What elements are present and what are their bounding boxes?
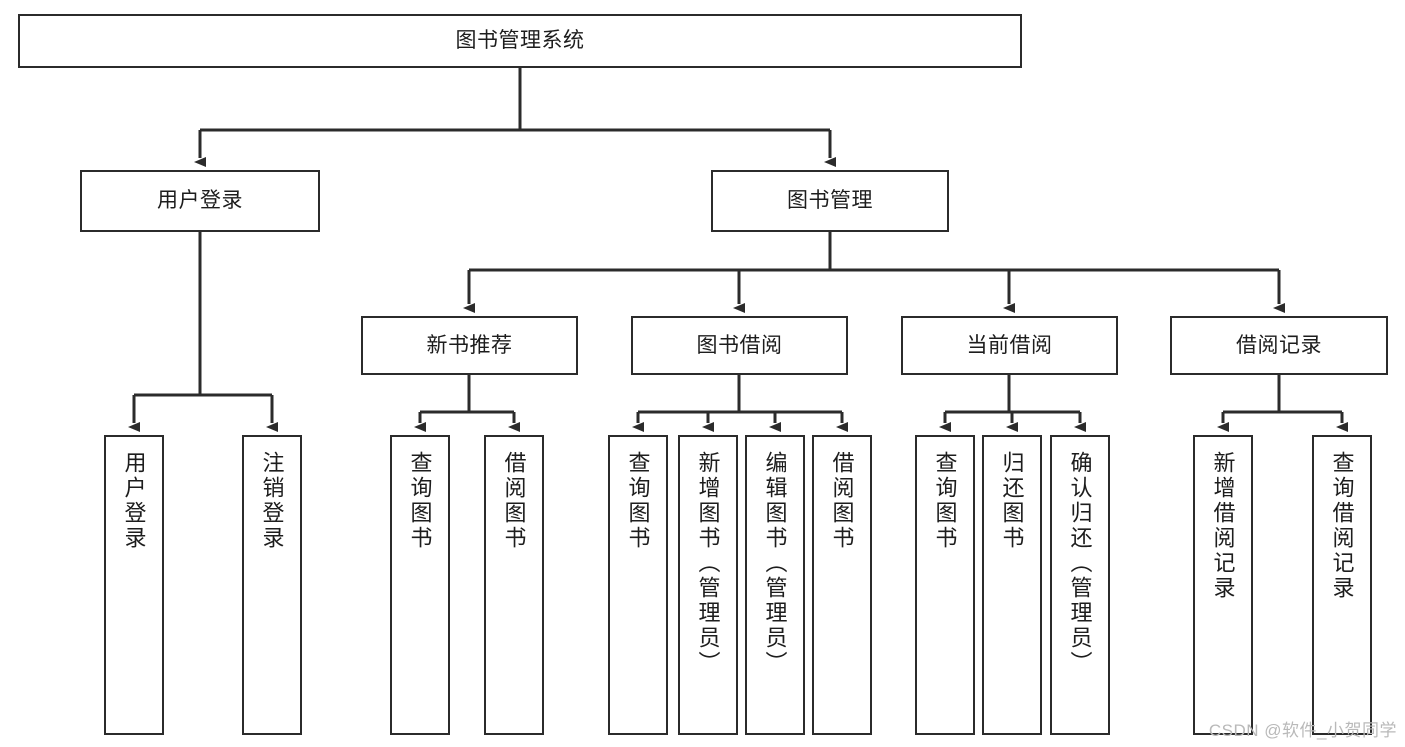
node-label: 注销登录 xyxy=(259,451,285,551)
node-label: 新书推荐 xyxy=(426,333,513,357)
node-label: 图书管理系统 xyxy=(455,29,585,53)
node-borrow-record[interactable]: 借阅记录 xyxy=(1170,316,1388,375)
node-label: 用户登录 xyxy=(121,451,147,551)
node-leaf-br-query[interactable]: 查询借阅记录 xyxy=(1312,435,1372,735)
node-label: 新增借阅记录 xyxy=(1210,451,1236,601)
node-label: 借阅记录 xyxy=(1236,333,1322,357)
node-leaf-bb-add[interactable]: 新增图书（管理员） xyxy=(678,435,738,735)
node-label: 新增图书（管理员） xyxy=(695,451,721,676)
node-leaf-cb-return[interactable]: 归还图书 xyxy=(982,435,1042,735)
node-current-borrow[interactable]: 当前借阅 xyxy=(901,316,1118,375)
node-label: 查询图书 xyxy=(407,451,433,551)
node-label: 确认归还（管理员） xyxy=(1067,451,1093,676)
node-user-login[interactable]: 用户登录 xyxy=(80,170,320,232)
node-leaf-bb-edit[interactable]: 编辑图书（管理员） xyxy=(745,435,805,735)
node-label: 查询图书 xyxy=(932,451,958,551)
node-leaf-user-logout[interactable]: 注销登录 xyxy=(242,435,302,735)
node-label: 查询借阅记录 xyxy=(1329,451,1355,601)
node-label: 借阅图书 xyxy=(501,451,527,551)
node-leaf-bb-query[interactable]: 查询图书 xyxy=(608,435,668,735)
node-new-book-rec[interactable]: 新书推荐 xyxy=(361,316,578,375)
node-label: 图书管理 xyxy=(787,189,873,213)
node-leaf-cb-query[interactable]: 查询图书 xyxy=(915,435,975,735)
node-leaf-rec-borrow[interactable]: 借阅图书 xyxy=(484,435,544,735)
node-label: 当前借阅 xyxy=(966,333,1053,357)
node-leaf-rec-query[interactable]: 查询图书 xyxy=(390,435,450,735)
node-leaf-user-login[interactable]: 用户登录 xyxy=(104,435,164,735)
node-label: 编辑图书（管理员） xyxy=(762,451,788,676)
node-leaf-cb-confirm[interactable]: 确认归还（管理员） xyxy=(1050,435,1110,735)
node-label: 查询图书 xyxy=(625,451,651,551)
node-label: 归还图书 xyxy=(999,451,1025,551)
watermark-text: CSDN @软件_小贺同学 xyxy=(1208,721,1397,740)
node-label: 借阅图书 xyxy=(829,451,855,551)
node-label: 用户登录 xyxy=(157,189,243,213)
edge-paths xyxy=(128,68,1348,432)
node-book-manage[interactable]: 图书管理 xyxy=(711,170,949,232)
node-leaf-br-add[interactable]: 新增借阅记录 xyxy=(1193,435,1253,735)
node-root[interactable]: 图书管理系统 xyxy=(18,14,1022,68)
node-label: 图书借阅 xyxy=(696,333,783,357)
node-book-borrow[interactable]: 图书借阅 xyxy=(631,316,848,375)
node-leaf-bb-borrow[interactable]: 借阅图书 xyxy=(812,435,872,735)
